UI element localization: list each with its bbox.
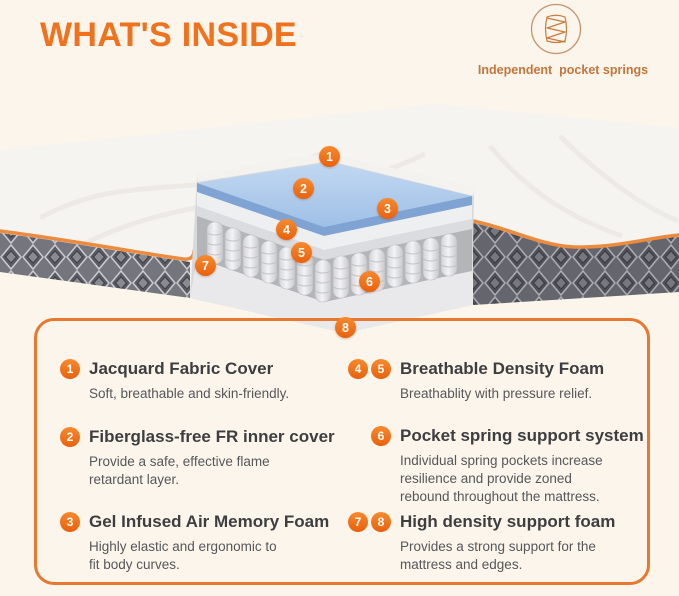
spec-item-title: Gel Infused Air Memory Foam — [89, 512, 330, 531]
diagram-badge-1: 1 — [319, 146, 340, 167]
number-badge: 1 — [60, 359, 80, 379]
spec-item-gel-memory-foam: 3 Gel Infused Air Memory Foam Highly ela… — [56, 511, 329, 574]
spec-item-desc: Provide a safe, effective flame retardan… — [89, 454, 270, 487]
spec-item-desc: Soft, breathable and skin-friendly. — [89, 386, 290, 401]
diagram-badge-8: 8 — [335, 317, 356, 338]
mattress-illustration — [0, 104, 679, 333]
number-badge: 8 — [371, 512, 391, 532]
spec-item-fr-inner-cover: 2 Fiberglass-free FR inner cover Provide… — [56, 426, 335, 489]
diagram-badge-2: 2 — [293, 178, 314, 199]
spec-item-title: High density support foam — [400, 512, 616, 531]
diamond-side-panels — [0, 223, 679, 305]
spec-item-desc: Highly elastic and ergonomic to fit body… — [89, 539, 277, 572]
cutaway-layers — [190, 152, 475, 333]
spec-item-desc: Provides a strong support for the mattre… — [400, 539, 596, 572]
gel-foam-layer — [197, 162, 472, 227]
number-badge: 6 — [371, 426, 391, 446]
legend-label: Independent pocket springs — [477, 63, 649, 77]
spec-item-support-foam: 7 8 High density support foam Provides a… — [346, 511, 615, 574]
number-badge: 3 — [60, 512, 80, 532]
spec-item-title: Breathable Density Foam — [400, 359, 605, 378]
number-badge: 2 — [60, 427, 80, 447]
number-badge: 7 — [348, 512, 368, 532]
pocket-spring-icon — [530, 3, 582, 55]
diagram-badge-3: 3 — [377, 198, 398, 219]
spec-item-desc: Individual spring pockets increase resil… — [400, 453, 603, 504]
spec-item-density-foam: 4 5 Breathable Density Foam Breathablity… — [346, 358, 604, 403]
spec-item-desc: Breathablity with pressure relief. — [400, 386, 593, 401]
spec-item-pocket-springs: 6 Pocket spring support system Individua… — [346, 425, 644, 506]
spec-item-title: Jacquard Fabric Cover — [89, 359, 274, 378]
diagram-badge-7: 7 — [195, 255, 216, 276]
spec-item-title: Fiberglass-free FR inner cover — [89, 427, 335, 446]
page-title: WHAT'S INSIDE — [40, 16, 297, 54]
diagram-badge-6: 6 — [359, 271, 380, 292]
base-foam-layer — [190, 258, 473, 333]
diagram-badge-4: 4 — [276, 219, 297, 240]
number-badge: 5 — [371, 359, 391, 379]
spec-item-title: Pocket spring support system — [400, 426, 644, 445]
diagram-badge-5: 5 — [291, 242, 312, 263]
density-foam-layer — [197, 192, 472, 250]
spec-item-jacquard-cover: 1 Jacquard Fabric Cover Soft, breathable… — [56, 358, 289, 403]
orange-piping — [0, 219, 679, 261]
number-badge: 4 — [348, 359, 368, 379]
